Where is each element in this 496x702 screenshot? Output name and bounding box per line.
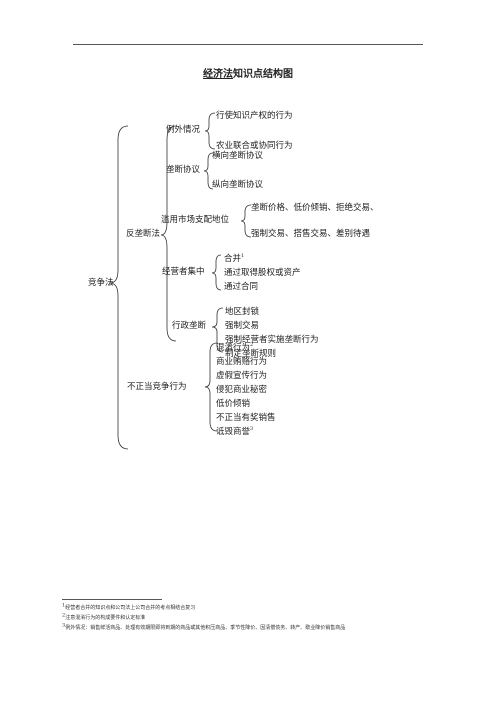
title-rest: 知识点结构图 [233,69,293,80]
brace-exception [204,112,216,150]
leaf-unfair-5: 低价倾销 [216,399,251,409]
leaf-concentration-3: 通过合同 [224,282,259,292]
leaf-dominance-1: 垄断价格、低价倾销、拒绝交易、 [251,203,379,213]
footnote-mark: 3 [250,426,254,433]
brace-agreement [203,152,214,190]
footnote-2: 2注意混淆行为的构成要件和认定标准 [62,612,146,621]
node-antitrust: 反垄断法 [126,229,161,239]
page-title: 经济法知识点结构图 [0,68,496,81]
leaf-concentration-2: 通过取得股权或资产 [224,268,301,278]
footnote-mark: 1 [241,253,245,260]
node-exception: 例外情况 [166,125,201,135]
leaf-unfair-6: 不正当有奖销售 [216,413,276,423]
node-dominance: 滥用市场支配地位 [161,215,230,225]
brace-administrative [211,307,224,353]
leaf-admin-4: 制定垄断规则 [225,349,277,359]
leaf-admin-1: 地区封锁 [225,307,260,317]
title-underlined: 经济法 [203,69,233,80]
leaf-exception-1: 行使知识产权的行为 [216,111,293,121]
brace-unfair [204,342,218,432]
leaf-dominance-2: 强制交易、搭售交易、差别待遇 [251,229,371,239]
footnote-rule [62,599,162,600]
leaf-unfair-7: 诋毁商誉3 [216,426,254,437]
brace-antitrust [160,125,177,342]
leaf-admin-3: 强制经营者实施垄断行为 [225,335,319,345]
footnote-1: 1经营者合并的知识点和公司法上公司合并的考点相结合复习 [62,602,196,611]
node-concentration: 经营者集中 [162,267,205,277]
leaf-agreement-1: 横向垄断协议 [212,151,264,161]
node-root: 竞争法 [88,278,114,288]
leaf-unfair-1: 混淆行为2 [216,342,254,353]
leaf-unfair-3: 虚假宣传行为 [216,371,268,381]
node-administrative: 行政垄断 [172,321,207,331]
node-monopoly-agreement: 垄断协议 [166,165,201,175]
leaf-admin-2: 强制交易 [225,321,260,331]
leaf-unfair-2: 商业贿赂行为 [216,357,268,367]
leaf-agreement-2: 纵向垄断协议 [212,180,264,190]
node-unfair: 不正当竞争行为 [127,382,187,392]
brace-concentration [211,254,222,291]
brace-root [109,125,129,450]
leaf-exception-2: 农业联合或协同行为 [216,141,293,151]
leaf-concentration-1: 合并1 [224,253,245,264]
leaf-unfair-4: 侵犯商业秘密 [216,385,268,395]
footnote-mark: 2 [250,342,254,349]
brace-dominance [240,204,252,238]
header-rule [73,44,423,45]
footnote-3: 3例外情况：销售鲜活商品、处理有效期限即将到期的商品或其他积压商品、季节性降价、… [62,622,346,631]
